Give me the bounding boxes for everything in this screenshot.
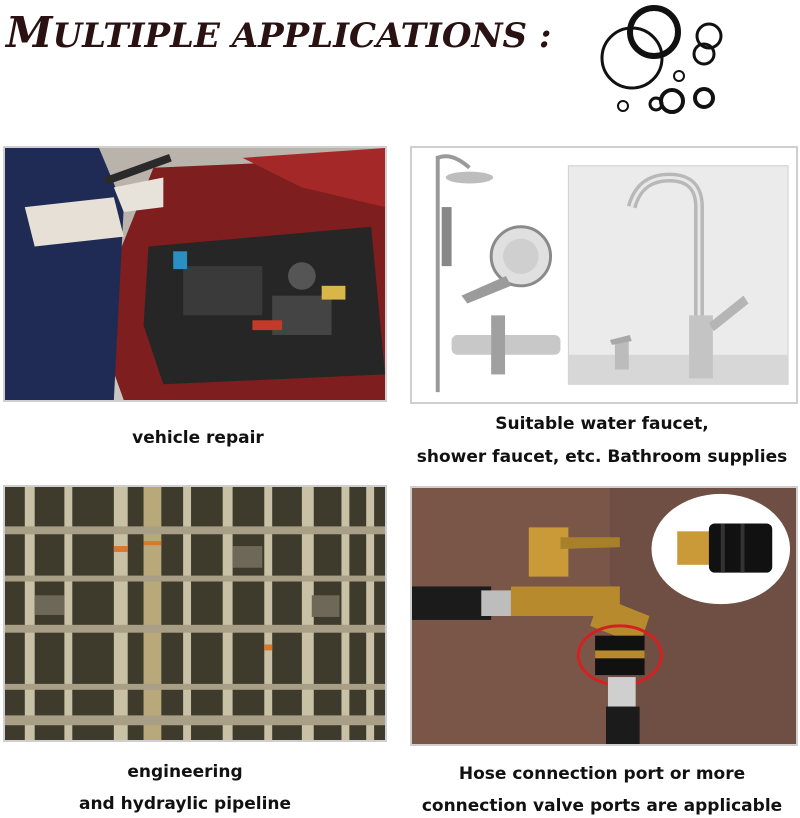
caption-faucet-line-2: shower faucet, etc. Bathroom supplies: [416, 447, 788, 467]
caption-pipeline-line-1: engineering: [127, 762, 243, 782]
title-rest: ULTIPLE APPLICATIONS :: [52, 16, 552, 56]
vehicle-repair-photo: [3, 146, 387, 402]
caption-hose-line-2: connection valve ports are applicable: [421, 796, 783, 816]
caption-pipeline-line-2: and hydraylic pipeline: [78, 794, 292, 814]
caption-hose-line-1: Hose connection port or more: [458, 764, 746, 784]
pipeline-photo: [3, 485, 387, 742]
page-title: MULTIPLE APPLICATIONS :: [6, 8, 551, 57]
caption-faucet-line-1: Suitable water faucet,: [495, 414, 709, 434]
o-ring-set-icon: [592, 2, 732, 122]
faucet-shower-photo: [410, 146, 798, 404]
caption-vehicle-repair: vehicle repair: [132, 428, 264, 448]
hose-tap-photo: [410, 486, 798, 746]
title-initial: M: [6, 8, 53, 57]
